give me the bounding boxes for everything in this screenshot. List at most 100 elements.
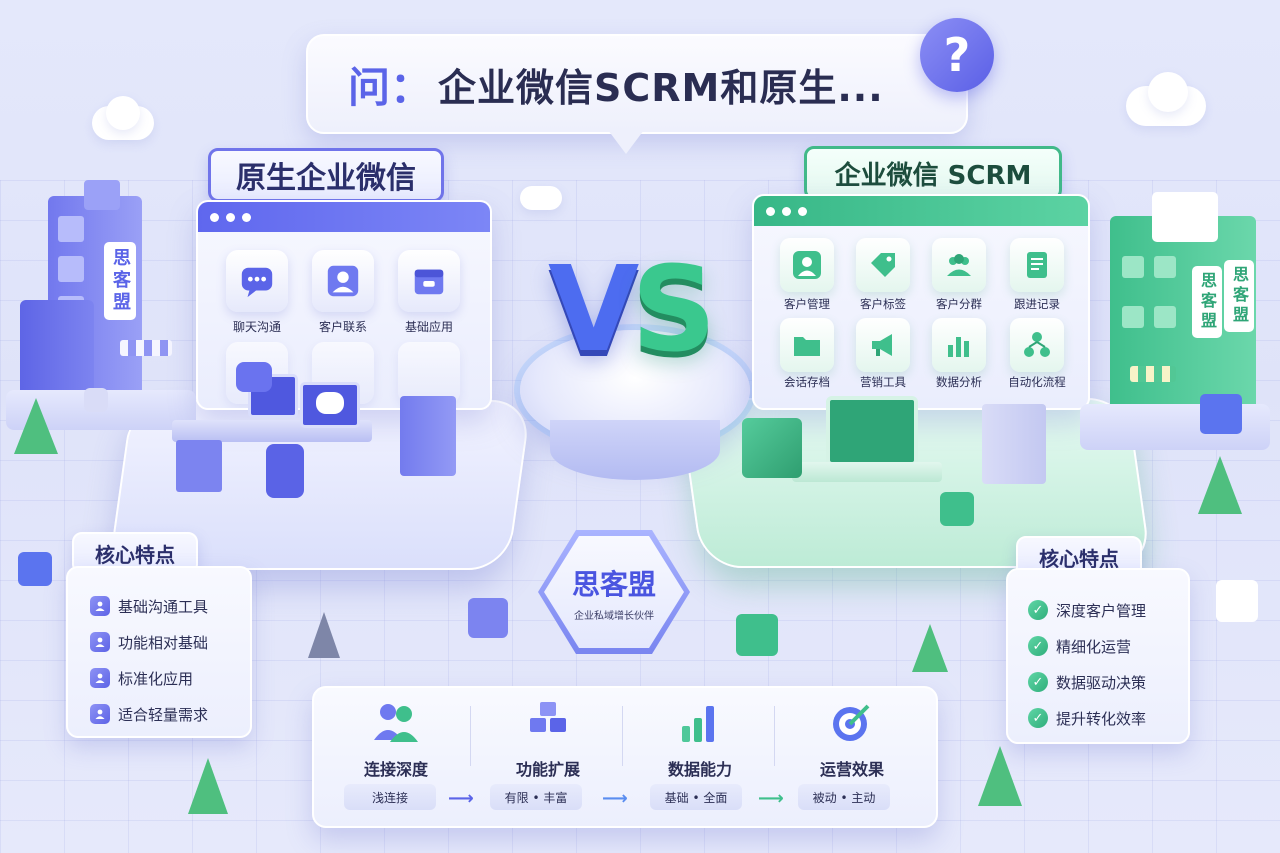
right-monitor [826, 396, 918, 466]
badge-subtitle: 企业私域增长伙伴 [574, 610, 654, 622]
record-icon [1010, 238, 1064, 292]
left-building-roof-cube [84, 180, 120, 210]
right-cabinet [982, 404, 1046, 484]
target-icon [833, 704, 870, 741]
right-feature-row: ✓深度客户管理 [1028, 592, 1188, 628]
right-building-roof-cube [1152, 192, 1218, 242]
question-bubble: 问： 企业微信SCRM和原生... [306, 34, 968, 154]
group-icon [932, 238, 986, 292]
check-icon: ✓ [1028, 672, 1048, 692]
right-app-window [752, 194, 1090, 410]
tree-icon [912, 624, 948, 672]
tag-icon [856, 238, 910, 292]
vs-text: VS [548, 240, 716, 378]
right-feature-row: ✓精细化运营 [1028, 628, 1188, 664]
tree-icon [978, 746, 1022, 806]
cube-icon [84, 388, 108, 412]
left-chat-bubble-float [236, 362, 272, 392]
app-label-customer-tag: 客户标签 [860, 297, 906, 311]
check-icon: ✓ [1028, 600, 1048, 620]
comparison-item-effect: 运营效果 [782, 700, 922, 780]
comparison-pill: 有限 • 丰富 [490, 784, 582, 810]
app-label-contact: 客户联系 [318, 320, 367, 334]
comparison-title: 数据能力 [667, 760, 732, 779]
megaphone-icon [856, 318, 910, 372]
left-title: 原生企业微信 [236, 161, 416, 196]
right-title: 企业微信 SCRM [834, 160, 1032, 191]
cube-icon [468, 598, 508, 638]
comparison-pill: 浅连接 [344, 784, 436, 810]
left-window-titlebar [198, 202, 490, 232]
vs-pedestal-base [550, 420, 720, 480]
cube-icon [1216, 580, 1258, 622]
tree-icon [14, 398, 58, 454]
user-icon [90, 596, 110, 616]
question-prefix: 问： [348, 62, 433, 112]
customer-icon [780, 238, 834, 292]
bars-icon [682, 706, 714, 742]
comparison-item-connection: 连接深度 [326, 700, 466, 780]
right-cube-left [742, 418, 802, 478]
left-feature-row: 基础沟通工具 [90, 588, 250, 624]
app-label-chat: 聊天沟通 [232, 320, 281, 334]
check-icon: ✓ [1028, 636, 1048, 656]
cloud-right-puff [1148, 72, 1188, 112]
right-building: 思客盟 思客盟 [1110, 216, 1256, 416]
right-window-titlebar [754, 196, 1088, 226]
left-chair [266, 444, 304, 498]
user-icon [90, 632, 110, 652]
left-monitor-2 [300, 382, 360, 428]
left-building-annex [20, 300, 94, 400]
chat-icon [226, 250, 288, 312]
arrow-right-icon: ⟶ [602, 788, 628, 809]
question-mark-icon: ? [920, 18, 994, 92]
archive-icon [780, 318, 834, 372]
contact-icon [312, 250, 374, 312]
left-feature-row: 标准化应用 [90, 660, 250, 696]
comparison-pill: 基础 • 全面 [650, 784, 742, 810]
left-feature-row: 适合轻量需求 [90, 696, 250, 732]
cloud-mid [520, 186, 562, 210]
user-icon [90, 704, 110, 724]
flow-icon [1010, 318, 1064, 372]
comparison-title: 运营效果 [819, 760, 884, 779]
comparison-panel: 连接深度 功能扩展 数据能力 运营效果 浅连接 ⟶ 有限 • 丰富 ⟶ 基础 •… [312, 686, 938, 828]
app-label-customer-group: 客户分群 [936, 297, 982, 311]
cube-icon [18, 552, 52, 586]
badge-title: 思客盟 [571, 567, 656, 601]
left-monitor-1 [248, 374, 298, 418]
bar-chart-icon [932, 318, 986, 372]
right-desk [792, 462, 942, 482]
right-small-bot [940, 492, 974, 526]
app-label-marketing: 营销工具 [860, 375, 906, 389]
left-monitor-chat-icon [316, 392, 344, 414]
app-label-analytics: 数据分析 [936, 375, 982, 389]
user-icon [90, 668, 110, 688]
cubes-icon [530, 702, 566, 732]
left-feature-row: 功能相对基础 [90, 624, 250, 660]
people-icon [374, 704, 418, 742]
right-awning [1130, 366, 1176, 382]
right-building-sign-2: 思客盟 [1224, 260, 1254, 332]
right-blue-crate [1200, 394, 1242, 434]
cloud-left-puff [106, 96, 140, 130]
app-label-basic: 基础应用 [404, 320, 453, 334]
app-label-archive: 会话存档 [784, 375, 830, 389]
right-features-panel: ✓深度客户管理 ✓精细化运营 ✓数据驱动决策 ✓提升转化效率 [1006, 568, 1190, 744]
right-title-banner: 企业微信 SCRM [804, 146, 1062, 200]
tree-icon [1198, 456, 1242, 514]
check-icon: ✓ [1028, 708, 1048, 728]
placeholder-tile-3 [398, 342, 460, 404]
right-building-sign-1: 思客盟 [1192, 266, 1222, 338]
comparison-item-extension: 功能扩展 [478, 700, 618, 780]
arrow-right-icon: ⟶ [758, 788, 784, 809]
right-feature-row: ✓数据驱动决策 [1028, 664, 1188, 700]
tree-icon [308, 612, 340, 658]
left-features-panel: 基础沟通工具 功能相对基础 标准化应用 适合轻量需求 [66, 566, 252, 738]
arrow-right-icon: ⟶ [448, 788, 474, 809]
comparison-title: 连接深度 [363, 760, 428, 779]
app-box-icon [398, 250, 460, 312]
left-title-banner: 原生企业微信 [208, 148, 444, 202]
question-text: 企业微信SCRM和原生... [438, 65, 884, 110]
tree-icon [188, 758, 228, 814]
